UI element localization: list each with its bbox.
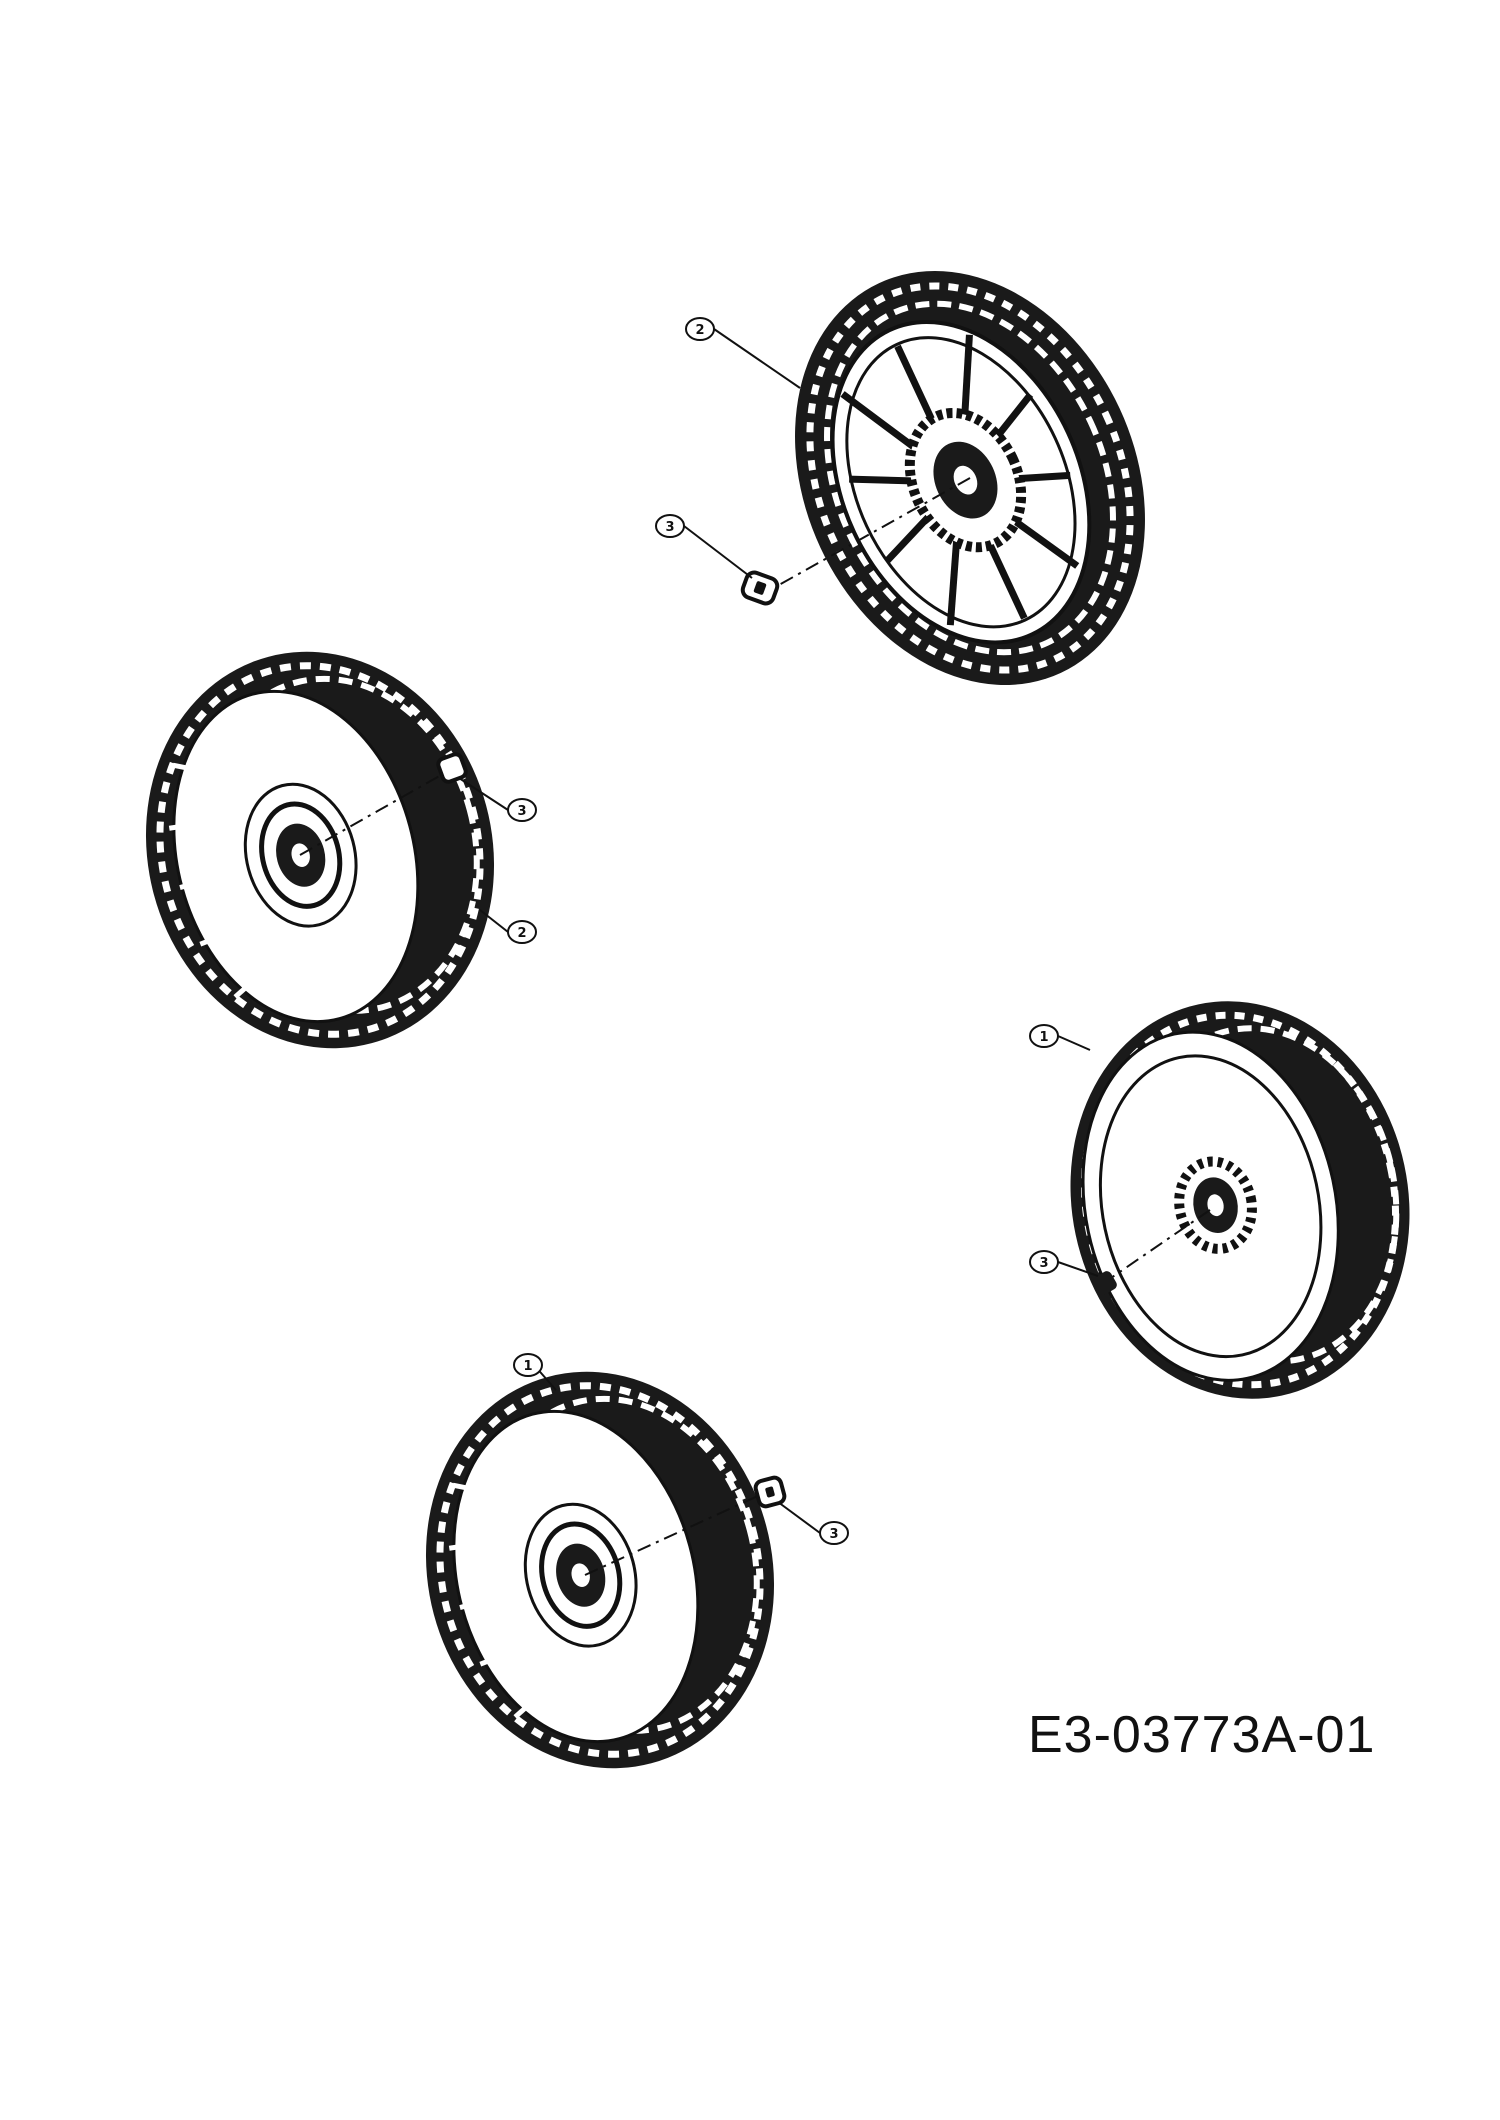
leader-line <box>1057 1261 1099 1277</box>
wheel-face-ring <box>1098 1054 1323 1359</box>
hub-ring <box>259 801 343 909</box>
hubcap-clip <box>1093 1271 1117 1295</box>
wheel-top-right: 2 3 <box>655 271 1145 685</box>
callout-bubble: 3 <box>655 514 685 538</box>
leader-line <box>713 328 801 389</box>
callout-number: 3 <box>517 804 526 819</box>
callout-number: 2 <box>517 926 526 941</box>
wheel-right: 1 3 <box>1029 1001 1410 1399</box>
rim-ribs <box>168 762 251 999</box>
wheel-bottom: 1 3 <box>425 1353 849 1769</box>
tire-tread-inner <box>824 300 1116 656</box>
hubcap-clip <box>436 752 468 784</box>
callout-bubble: 2 <box>507 920 537 944</box>
leader-line <box>1057 1035 1091 1051</box>
callout-bubble: 1 <box>513 1353 543 1377</box>
callout-number: 2 <box>695 323 704 338</box>
hub-bore <box>1207 1194 1224 1217</box>
rim-lip <box>845 336 1077 629</box>
hubcap-clip <box>740 570 780 606</box>
callout-bubble: 1 <box>1029 1024 1059 1048</box>
leader-line <box>479 909 509 933</box>
rim-ribs <box>448 1482 531 1719</box>
leader-line <box>777 1501 821 1534</box>
hub-bore <box>571 1563 590 1587</box>
callout-number: 3 <box>829 1527 838 1542</box>
hub-ring <box>539 1521 623 1629</box>
callout-number: 1 <box>523 1359 532 1374</box>
drawing-code-label: E3-03773A-01 <box>1028 1706 1376 1764</box>
callout-bubble: 2 <box>685 317 715 341</box>
wheel-upper-left: 3 2 <box>145 651 537 1049</box>
axis-line <box>584 1494 761 1576</box>
axis-line <box>769 477 971 591</box>
tire-tread <box>806 282 1134 674</box>
callout-bubble: 3 <box>507 798 537 822</box>
axis-line <box>1107 1209 1211 1281</box>
callout-number: 3 <box>1039 1256 1048 1271</box>
leader-line <box>683 525 753 579</box>
tire-tread-inner <box>478 1395 760 1734</box>
callout-bubble: 3 <box>1029 1250 1059 1274</box>
callout-number: 1 <box>1039 1030 1048 1045</box>
callout-number: 3 <box>665 520 674 535</box>
callout-bubble: 3 <box>819 1521 849 1545</box>
leader-line <box>458 777 509 811</box>
tire-tread-inner <box>198 675 480 1014</box>
hubcap-clip <box>753 1475 787 1509</box>
